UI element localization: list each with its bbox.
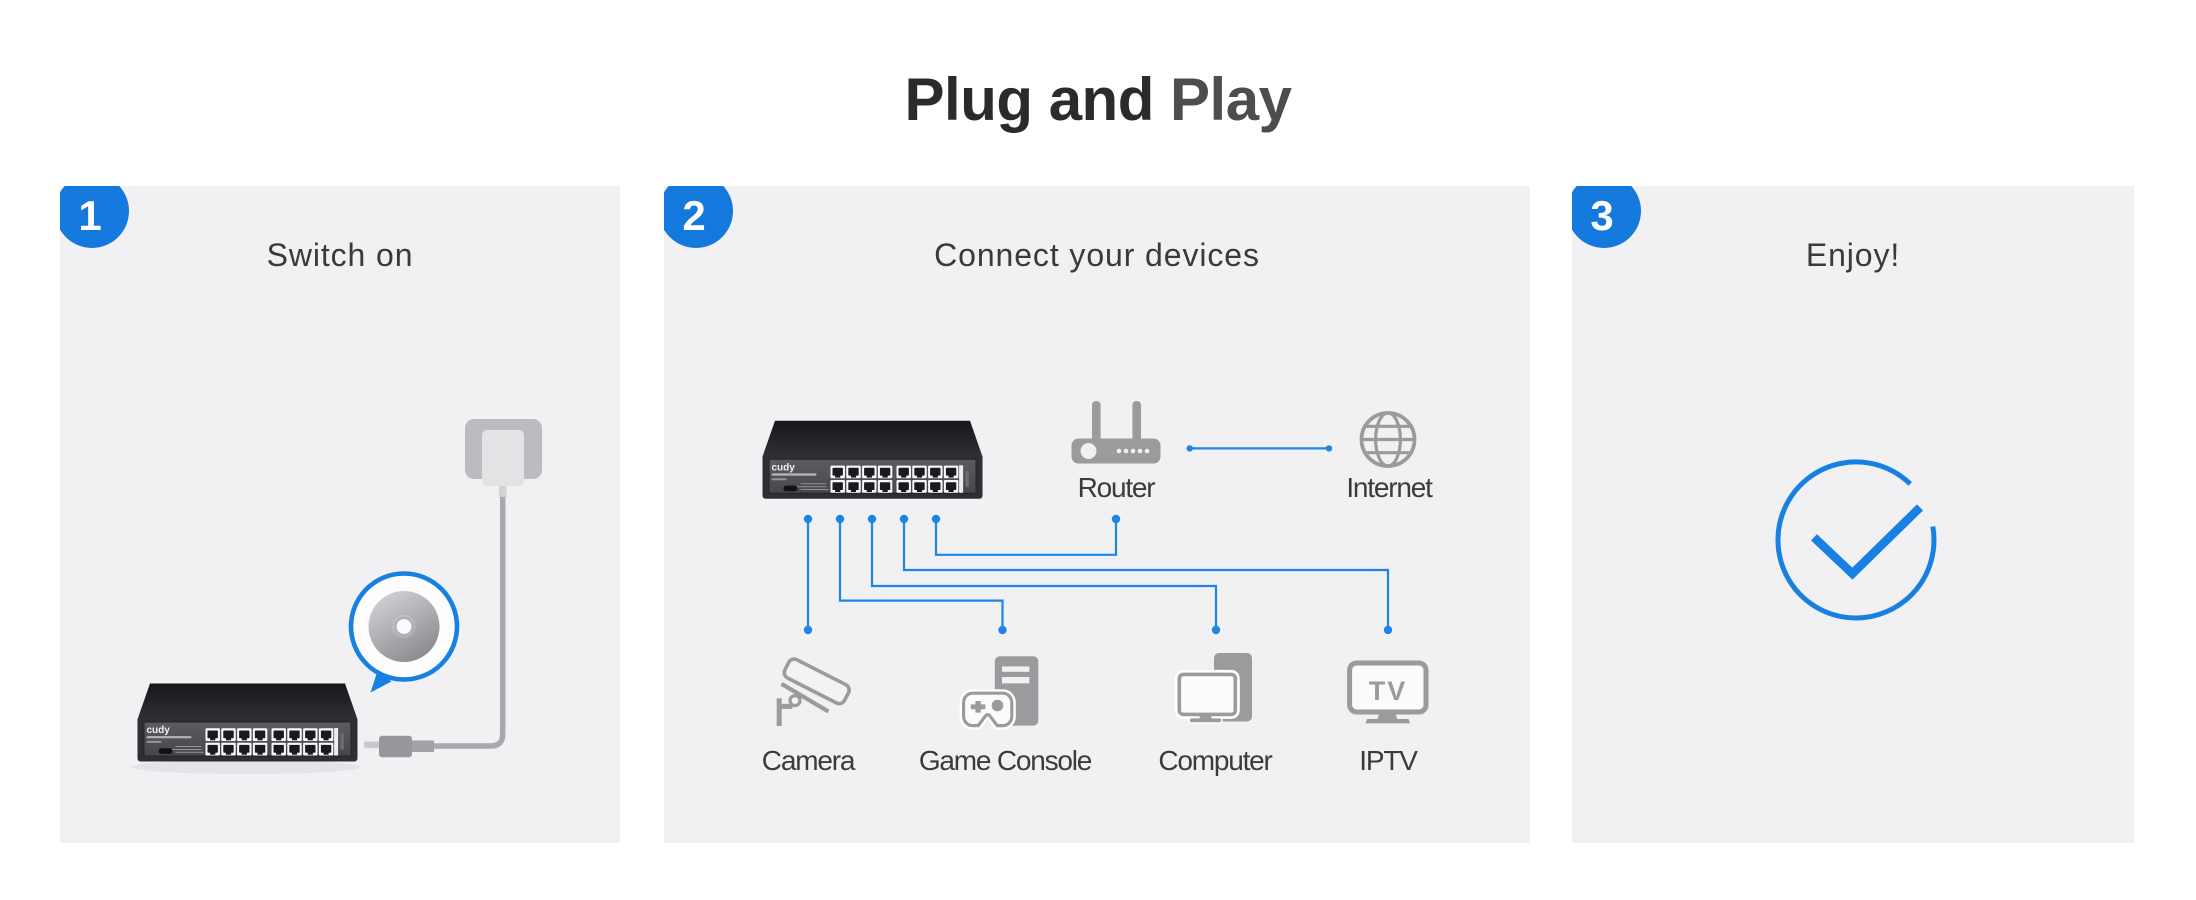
svg-text:TV: TV bbox=[1369, 676, 1408, 706]
